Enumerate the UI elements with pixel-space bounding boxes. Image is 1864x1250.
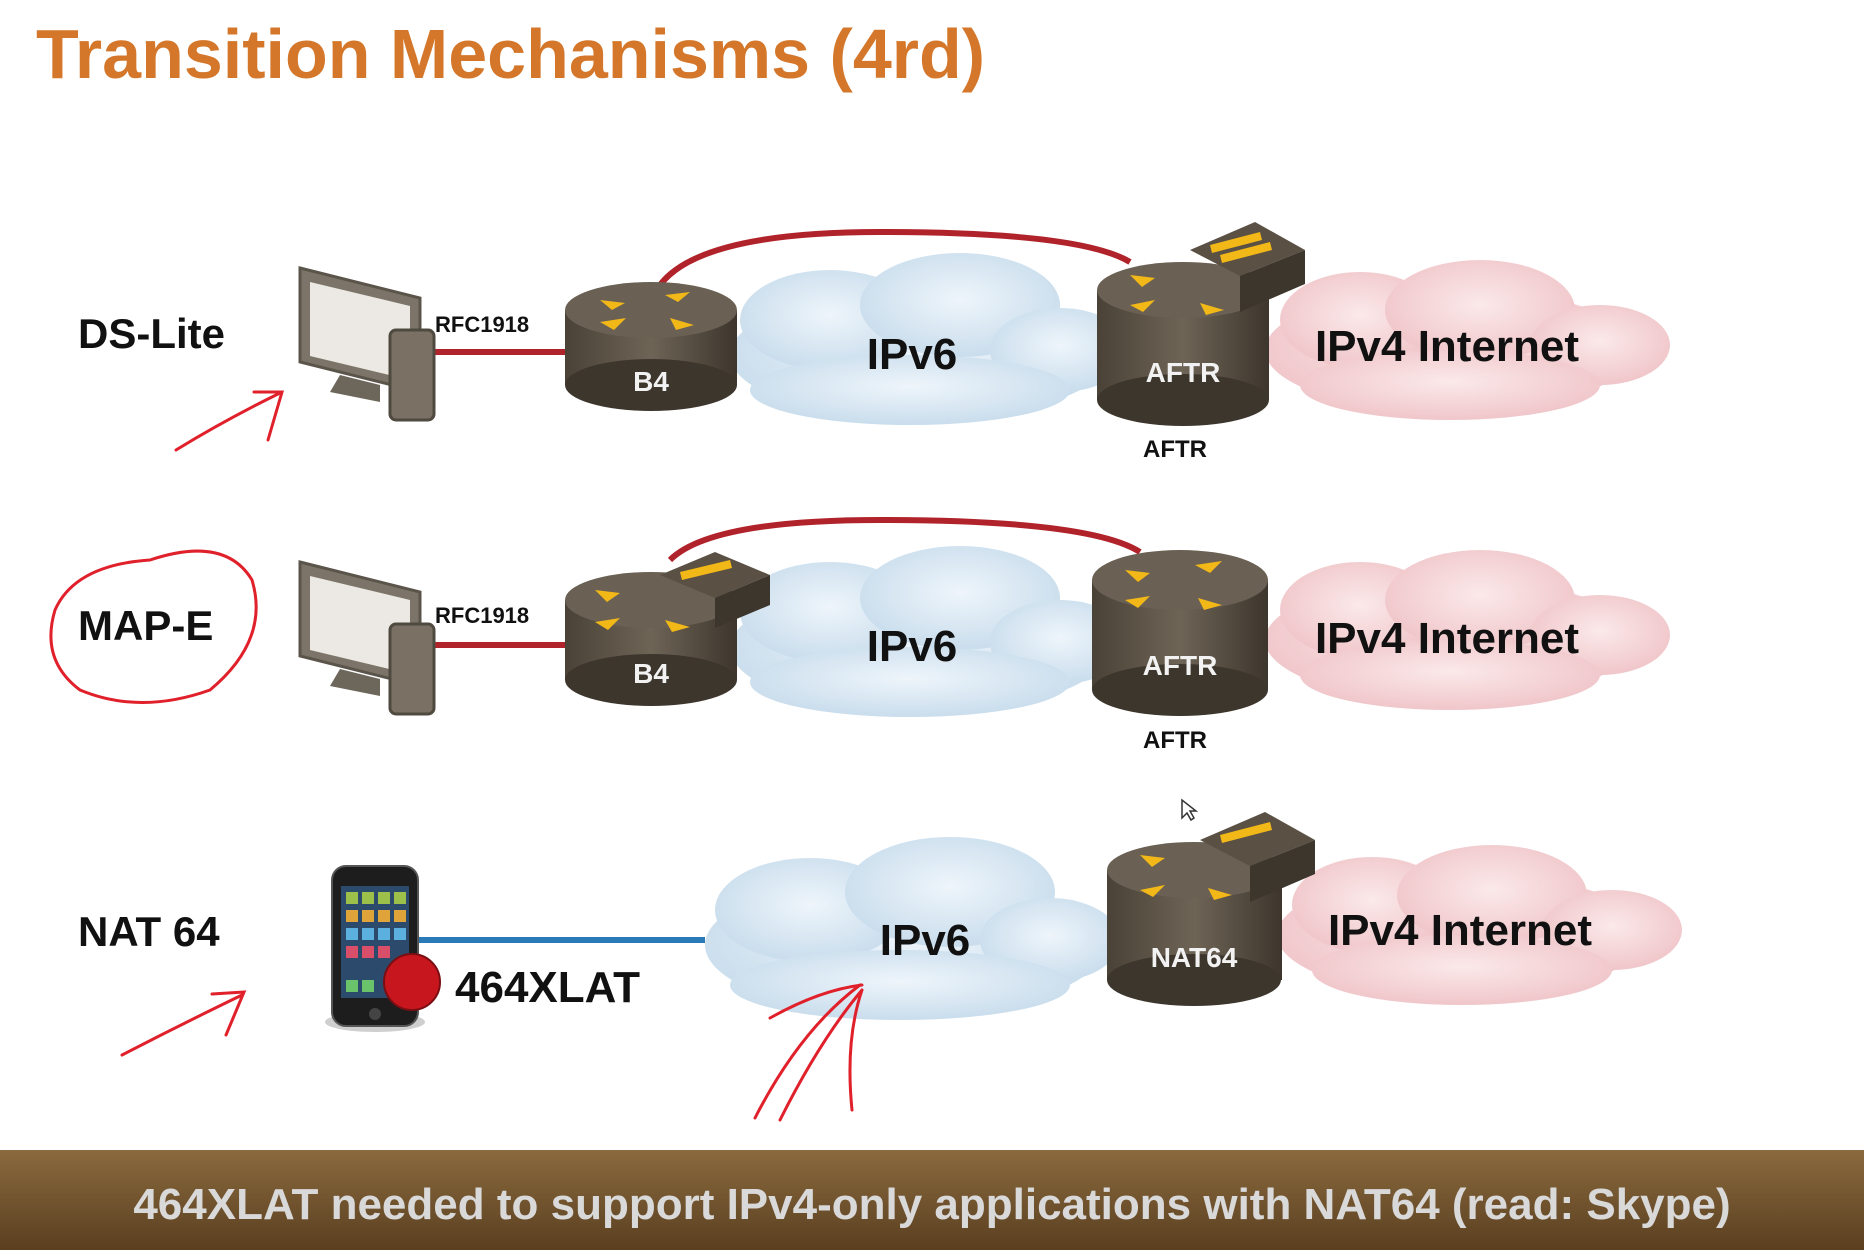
row-label-map-e: MAP-E [78,602,214,649]
tunnel-line [667,516,1142,563]
nat64-router-label: NAT64 [1150,942,1238,973]
b4-label: B4 [633,658,669,689]
tunnel-line [657,228,1132,287]
aftr-under-label: AFTR [1143,727,1207,754]
rfc1918-label: RFC1918 [435,603,530,628]
b4-label: B4 [633,366,669,397]
ipv4-cloud [1265,260,1670,420]
ipv4-cloud [1277,845,1682,1005]
ipv6-cloud-label: IPv6 [866,622,958,671]
nat64-router [1107,812,1315,1006]
aftr-router [1097,222,1305,426]
row-label-ds-lite: DS-Lite [78,310,225,357]
row-map-e [49,516,1670,717]
ipv6-cloud [705,837,1120,1020]
aftr-router-label: AFTR [1142,650,1218,681]
annotation-circle [49,549,258,704]
row-ds-lite [174,222,1670,452]
ipv4-internet-label: IPv4 Internet [1327,906,1593,955]
router-arrows-icon [1125,561,1222,610]
pc-icon [298,560,436,716]
slide-title: Transition Mechanisms (4rd) [36,15,986,93]
footer-banner [0,1150,1864,1250]
router-arrows-icon [595,560,732,632]
rfc1918-label: RFC1918 [435,312,530,337]
row-nat64 [120,812,1682,1122]
aftr-router-label: AFTR [1145,357,1221,388]
annotation-arrow [120,990,247,1057]
annotation-arrow [174,390,284,452]
ipv6-cloud-label: IPv6 [866,330,958,379]
pc-icon [298,266,436,422]
ipv6-cloud [730,253,1130,425]
b4-router [565,282,737,411]
b4-router [565,552,770,706]
ipv6-cloud-label: IPv6 [879,916,971,965]
router-arrows-icon [1140,822,1272,900]
ipv4-cloud [1265,550,1670,710]
annotation-arrow [753,983,864,1122]
mouse-cursor-icon [1181,798,1199,822]
ipv4-internet-label: IPv4 Internet [1314,614,1580,663]
xlat-label: 464XLAT [455,963,641,1012]
row-label-nat64: NAT 64 [78,908,220,955]
router-arrows-icon [1130,232,1272,315]
aftr-under-label: AFTR [1143,436,1207,463]
ipv4-internet-label: IPv4 Internet [1314,322,1580,371]
clat-dot-icon [383,953,441,1011]
aftr-router [1092,550,1268,716]
footer-caption: 464XLAT needed to support IPv4-only appl… [133,1180,1731,1229]
router-arrows-icon [600,292,694,330]
